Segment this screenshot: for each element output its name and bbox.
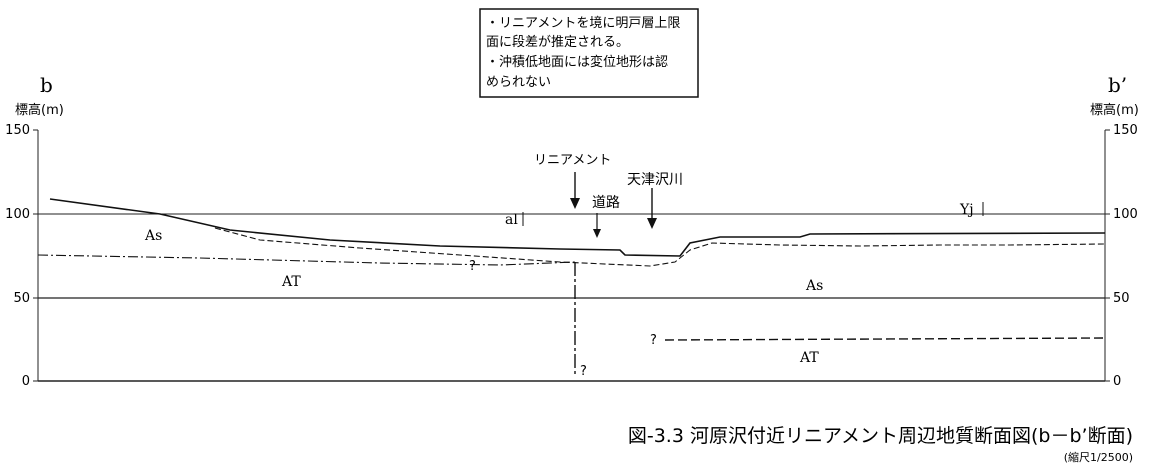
uncertain-mark-right: ? xyxy=(650,333,657,348)
note-line-3: ・沖積低地面には変位地形は認 xyxy=(486,54,668,70)
unit-at-left: AT xyxy=(281,274,301,290)
note-line-1: ・リニアメントを境に明戸層上限 xyxy=(486,16,680,31)
tick-label-left-0: 0 xyxy=(22,374,30,389)
tick-label-left-150: 150 xyxy=(5,123,30,138)
end-label-right: b’ xyxy=(1108,73,1127,97)
unit-as-right: As xyxy=(805,278,823,294)
axis-title-left: 標高(m) xyxy=(15,102,64,118)
axis-ticks-right xyxy=(1105,129,1110,382)
caption-title: 図-3.3 河原沢付近リニアメント周辺地質断面図(b－b’断面) xyxy=(628,425,1133,447)
tick-label-right-0: 0 xyxy=(1113,374,1121,389)
axis-ticks-left xyxy=(33,129,38,382)
yj-label: Yj xyxy=(959,202,974,218)
uncertain-mark-left: ? xyxy=(469,259,476,274)
unit-as-left: As xyxy=(144,228,162,244)
tick-label-left-50: 50 xyxy=(13,291,30,306)
tick-label-left-100: 100 xyxy=(5,207,30,222)
lineament-arrow xyxy=(570,172,580,209)
road-arrow xyxy=(593,213,601,238)
river-label: 天津沢川 xyxy=(627,172,683,188)
caption-scale: (縮尺1/2500) xyxy=(1064,450,1133,464)
at-upper-boundary-right xyxy=(664,337,1106,341)
tick-label-right-150: 150 xyxy=(1113,123,1138,138)
al-label: al xyxy=(505,212,518,228)
unit-at-right: AT xyxy=(799,350,819,366)
lineament-label: リニアメント xyxy=(534,153,611,168)
at-upper-boundary-left xyxy=(37,254,576,266)
tick-label-right-50: 50 xyxy=(1113,291,1130,306)
road-label: 道路 xyxy=(592,195,620,211)
note-line-4: められない xyxy=(486,75,551,90)
axis-title-right: 標高(m) xyxy=(1090,102,1139,118)
river-arrow xyxy=(647,188,657,229)
ground-surface xyxy=(49,198,1106,257)
end-label-left: b xyxy=(40,73,53,97)
note-line-2: 面に段差が推定される。 xyxy=(486,35,629,50)
uncertain-mark-fault: ? xyxy=(580,364,587,379)
note-box xyxy=(479,8,699,98)
alluvium-base-line xyxy=(214,227,1106,267)
tick-label-right-100: 100 xyxy=(1113,207,1138,222)
